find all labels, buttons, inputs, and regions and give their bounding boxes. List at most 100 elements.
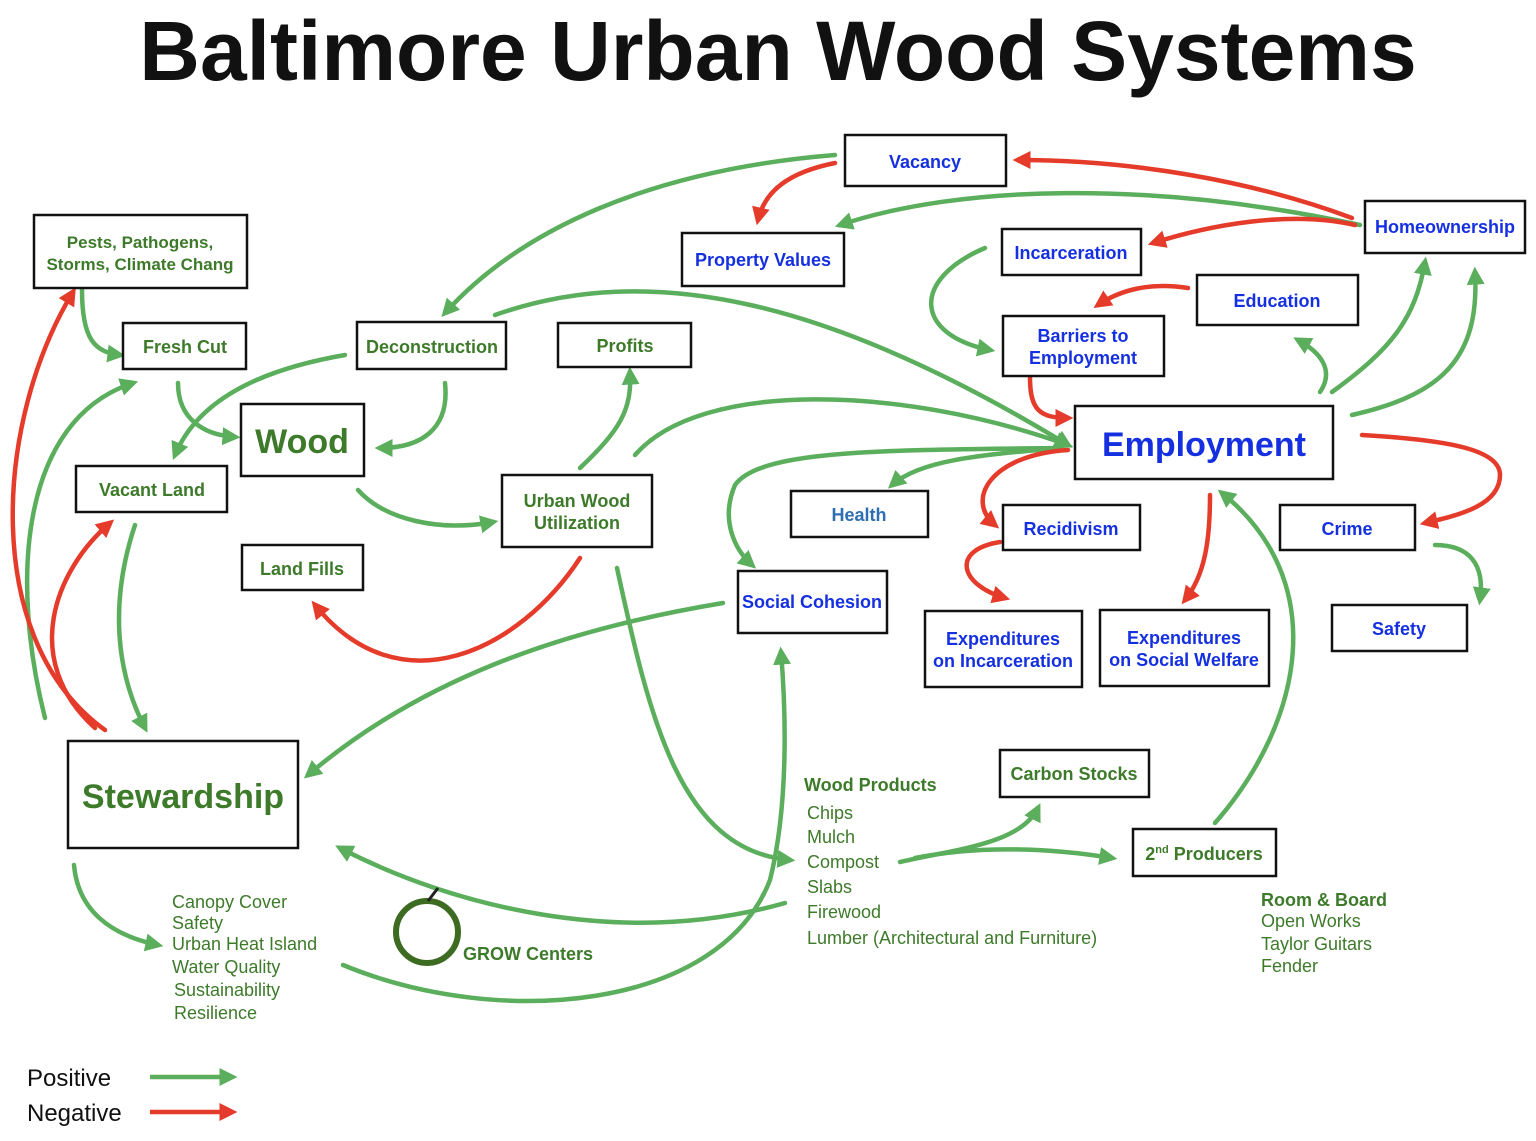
benefit-item: Canopy Cover	[172, 892, 287, 912]
node-vacant-land: Vacant Land	[74, 464, 229, 514]
node-social-cohesion: Social Cohesion	[736, 569, 889, 635]
arrow-employment-to-recidivism	[979, 447, 1071, 529]
node-fresh-cut: Fresh Cut	[121, 321, 248, 371]
node-wood-label: Wood	[255, 423, 349, 461]
node-deconstruction-label: Deconstruction	[366, 337, 498, 357]
arrow-producers-to-employment	[1212, 489, 1296, 826]
node-wood: Wood	[239, 402, 366, 478]
node-expenditures-incarceration: Expenditures on Incarceration	[923, 609, 1084, 689]
node-barriers-line2: Employment	[1029, 348, 1137, 368]
arrow-employment-to-education	[1293, 337, 1329, 395]
node-employment-label: Employment	[1102, 426, 1306, 464]
arrow-decon-to-wood	[374, 380, 448, 457]
node-expend-incarceration-line2: on Incarceration	[933, 651, 1073, 671]
node-recidivism-label: Recidivism	[1023, 519, 1118, 539]
node-second-producers-label: 2nd Producers	[1145, 844, 1263, 864]
arrow-uwu-to-woodproducts	[614, 565, 796, 868]
node-incarceration-label: Incarceration	[1014, 243, 1127, 263]
legend-negative-label: Negative	[27, 1100, 122, 1127]
node-profits: Profits	[556, 321, 693, 369]
wood-products-list: Wood Products Chips Mulch Compost Slabs …	[804, 775, 1097, 948]
arrow-wood-to-uwu	[355, 487, 499, 534]
arrow-pests-to-freshcut	[79, 287, 126, 363]
second-producers-text: Producers	[1169, 844, 1263, 864]
arrow-recidivism-to-expend-incarceration	[964, 539, 1011, 604]
arrow-decon-to-employment	[492, 289, 1073, 448]
grow-centers-label: GROW Centers	[463, 944, 593, 964]
node-vacant-land-label: Vacant Land	[99, 480, 205, 500]
node-social-cohesion-label: Social Cohesion	[742, 592, 882, 612]
arrow-woodproducts-to-carbon	[897, 803, 1041, 865]
producer-item: Taylor Guitars	[1261, 934, 1372, 954]
arrow-employment-to-expend-welfare	[1181, 492, 1213, 605]
node-stewardship-label: Stewardship	[82, 778, 284, 816]
node-crime-label: Crime	[1321, 519, 1372, 539]
arrow-stewardship-to-freshcut	[24, 378, 139, 721]
arrow-homeownership-to-vacancy	[1012, 151, 1355, 221]
benefit-item: Safety	[172, 913, 223, 933]
node-carbon-stocks: Carbon Stocks	[998, 748, 1151, 799]
node-barriers-to-employment: Barriers to Employment	[1001, 314, 1166, 378]
wood-product-item: Firewood	[807, 902, 881, 922]
grow-centers: GROW Centers	[393, 887, 593, 966]
benefit-item: Resilience	[174, 1003, 257, 1023]
node-fresh-cut-label: Fresh Cut	[143, 337, 227, 357]
benefit-item: Sustainability	[174, 980, 280, 1000]
legend-positive-label: Positive	[27, 1065, 111, 1092]
node-property-values-label: Property Values	[695, 250, 831, 270]
node-expend-welfare-line1: Expenditures	[1127, 628, 1241, 648]
stewardship-benefits-list: Canopy Cover Safety Urban Heat Island Wa…	[172, 892, 317, 1023]
node-pests: Pests, Pathogens, Storms, Climate Chang	[32, 213, 249, 290]
arrow-employment-to-homeownership-2	[1349, 266, 1485, 418]
node-urban-wood-utilization: Urban Wood Utilization	[500, 473, 654, 549]
wood-product-item: Mulch	[807, 827, 855, 847]
node-health: Health	[789, 489, 930, 539]
node-land-fills-label: Land Fills	[260, 559, 344, 579]
node-expend-welfare-line2: on Social Welfare	[1109, 650, 1259, 670]
arrow-education-to-barriers	[1093, 283, 1191, 309]
producer-item: Open Works	[1261, 911, 1361, 931]
node-stewardship: Stewardship	[66, 739, 300, 850]
arrow-decon-to-vacantland	[171, 352, 348, 460]
node-second-producers: 2nd Producers	[1131, 827, 1278, 878]
arrow-uwu-to-employment	[632, 397, 1074, 458]
node-vacancy: Vacancy	[843, 133, 1008, 188]
benefit-item: Urban Heat Island	[172, 934, 317, 954]
arrow-vacancy-to-propertyvalues	[752, 160, 838, 226]
arrow-uwu-to-landfills	[311, 555, 583, 663]
arrow-vacantland-to-stewardship	[116, 522, 148, 733]
node-homeownership: Homeownership	[1363, 199, 1527, 255]
arrow-benefits-to-socialcohesion	[340, 646, 792, 1004]
wood-products-heading: Wood Products	[804, 775, 937, 795]
node-carbon-stocks-label: Carbon Stocks	[1010, 764, 1137, 784]
arrow-crime-to-safety	[1432, 542, 1491, 606]
node-vacancy-label: Vacancy	[889, 152, 961, 172]
legend: Positive Negative	[27, 1065, 238, 1127]
node-pests-line1: Pests, Pathogens,	[67, 233, 213, 252]
arrows	[10, 151, 1503, 1004]
node-profits-label: Profits	[596, 336, 653, 356]
node-uwu-line1: Urban Wood	[524, 491, 631, 511]
arrow-vacancy-to-decon	[441, 152, 838, 318]
grow-centers-icon	[393, 898, 461, 966]
node-barriers-line1: Barriers to	[1037, 326, 1128, 346]
node-safety-label: Safety	[1372, 619, 1426, 639]
arrow-woodproducts-to-stewardship	[335, 845, 788, 925]
node-recidivism: Recidivism	[1001, 503, 1142, 552]
node-uwu-line2: Utilization	[534, 513, 620, 533]
node-crime: Crime	[1278, 503, 1417, 552]
diagram-title: Baltimore Urban Wood Systems	[139, 4, 1416, 98]
node-property-values: Property Values	[680, 231, 846, 288]
wood-product-item: Lumber (Architectural and Furniture)	[807, 928, 1097, 948]
wood-product-item: Chips	[807, 803, 853, 823]
second-producers-superscript: nd	[1155, 844, 1168, 856]
arrow-stewardship-to-vacantland	[49, 519, 115, 731]
arrow-uwu-to-profits	[577, 366, 640, 471]
producers-list: Room & Board Open Works Taylor Guitars F…	[1261, 890, 1387, 976]
arrow-homeownership-to-incarceration	[1147, 216, 1358, 248]
node-education-label: Education	[1233, 291, 1320, 311]
benefit-item: Water Quality	[172, 957, 280, 977]
second-producers-number: 2	[1145, 844, 1155, 864]
node-pests-line2: Storms, Climate Chang	[46, 255, 233, 274]
node-expenditures-welfare: Expenditures on Social Welfare	[1098, 608, 1271, 688]
